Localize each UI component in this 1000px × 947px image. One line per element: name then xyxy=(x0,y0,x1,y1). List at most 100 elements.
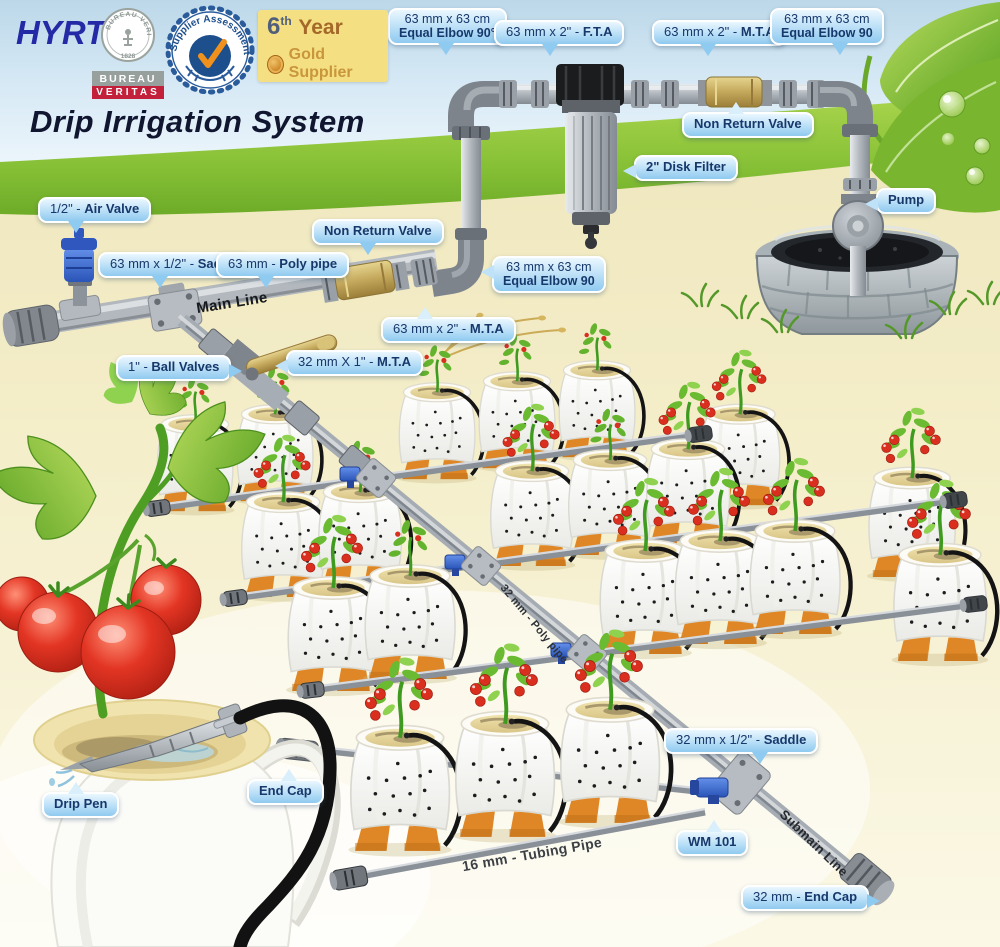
callout-text: Non Return Valve xyxy=(694,116,802,131)
callout-ball-valves: 1" - Ball Valves xyxy=(116,355,243,381)
callout-pointer xyxy=(360,242,376,255)
non-return-valve-main xyxy=(320,259,410,303)
callout-pointer xyxy=(623,164,636,178)
callout-text: 63 mm x 2" - xyxy=(393,321,470,336)
callout-text: F.T.A xyxy=(582,24,613,39)
veritas-label: VERITAS xyxy=(92,86,164,99)
ball-valve xyxy=(216,334,338,411)
callout-text: Drip Pen xyxy=(54,796,108,811)
poly-pipe-32-diagonal xyxy=(177,314,873,890)
callout-text: Equal Elbow 90° xyxy=(399,26,496,40)
gold-supplier-card: 6th Year Gold Supplier xyxy=(258,10,388,82)
callout-nrv-main: Non Return Valve xyxy=(312,219,444,255)
callout-pointer xyxy=(706,820,722,832)
callout-pointer xyxy=(281,769,297,781)
callout-text: 63 mm x 63 cm xyxy=(506,260,592,274)
end-cap-gray xyxy=(142,499,171,517)
callout-text: 63 mm - xyxy=(228,256,280,271)
callout-text: Ball Valves xyxy=(151,359,220,374)
callout-text: 2" Disk Filter xyxy=(646,159,726,174)
end-cap-gray xyxy=(296,681,325,699)
grass-tuft xyxy=(928,290,968,316)
callout-text: End Cap xyxy=(804,889,858,904)
gold-supplier-label: Gold Supplier xyxy=(267,46,379,82)
callout-text: 1" - xyxy=(128,359,152,374)
bureau-veritas-emblem: BUREAU VERITAS 1828 xyxy=(96,1,155,62)
callout-mta-32: 32 mm X 1" - M.T.A xyxy=(275,350,423,376)
callout-pointer xyxy=(728,102,744,114)
gold-medal-icon xyxy=(267,54,284,74)
callout-text: M.T.A xyxy=(740,24,775,39)
svg-text:1828: 1828 xyxy=(121,53,136,60)
callout-pointer xyxy=(542,43,558,56)
decor-leaves xyxy=(861,2,1000,213)
callout-saddle-32: 32 mm x 1/2" - Saddle xyxy=(664,728,819,764)
callout-pointer xyxy=(229,364,243,378)
callout-pointer xyxy=(258,275,274,288)
end-cap-dark xyxy=(684,425,713,443)
drip-pen-graphic xyxy=(49,699,337,947)
callout-pointer xyxy=(867,894,881,908)
callout-pointer xyxy=(438,43,454,55)
grass-tuft xyxy=(680,282,720,308)
callout-pointer xyxy=(68,220,84,233)
hyrt-logo: HYRT xyxy=(16,14,106,51)
callout-text: Poly pipe xyxy=(279,256,338,271)
end-cap-gray xyxy=(219,589,248,607)
grass-tufts xyxy=(680,280,1000,340)
grass-tuft xyxy=(884,314,924,340)
callout-text: M.T.A xyxy=(469,321,504,336)
callout-text: Equal Elbow 90 xyxy=(503,274,595,288)
pipe-end-caps xyxy=(142,425,988,891)
callout-text: 63 mm x 1/2" - xyxy=(110,256,198,271)
bureau-label: BUREAU xyxy=(92,71,164,86)
callout-text: WM 101 xyxy=(688,834,737,849)
callout-text: End Cap xyxy=(259,783,312,798)
callout-pump: Pump xyxy=(865,188,937,214)
saddle-fitting xyxy=(339,458,397,498)
callout-end-cap-32: 32 mm - End Cap xyxy=(741,885,881,911)
callout-text: Equal Elbow 90 xyxy=(781,26,873,40)
grass-tuft xyxy=(720,294,760,320)
end-cap-gray xyxy=(329,865,369,891)
end-cap-dark xyxy=(939,491,968,509)
tomato-plant-large xyxy=(0,350,284,719)
callout-pointer xyxy=(700,43,716,56)
callout-disk-filter: 2" Disk Filter xyxy=(623,155,738,181)
top-pipe-assembly xyxy=(429,64,884,297)
supplier-assessment-badge: Supplier Assessment xyxy=(164,4,256,101)
callout-pointer xyxy=(752,751,768,764)
callout-text: 63 mm x 63 cm xyxy=(404,12,491,26)
callout-poly-63: 63 mm - Poly pipe xyxy=(216,252,350,288)
callout-wm-101: WM 101 xyxy=(676,820,749,856)
callout-pointer xyxy=(865,197,878,211)
callout-text: 32 mm x 1/2" - xyxy=(676,732,764,747)
callout-text: Pump xyxy=(888,192,925,207)
grass-tuft xyxy=(966,280,1000,306)
callout-text: 32 mm - xyxy=(753,889,805,904)
pump xyxy=(832,194,884,296)
saddle-fitting xyxy=(550,634,608,674)
callout-text: 1/2" - xyxy=(50,201,85,216)
callout-text: 63 mm x 63 cm xyxy=(784,12,870,26)
callout-text: 32 mm X 1" - xyxy=(298,354,378,369)
callout-mta-63: 63 mm x 2" - M.T.A xyxy=(381,307,516,343)
callout-pointer xyxy=(417,307,433,319)
callout-text: Air Valve xyxy=(84,201,140,216)
callout-pointer xyxy=(152,275,168,288)
callout-pointer xyxy=(68,782,84,794)
callout-air-valve: 1/2" - Air Valve xyxy=(38,197,152,233)
callout-fta-top: 63 mm x 2" - F.T.A xyxy=(494,20,625,56)
supplier-year: 6th Year xyxy=(267,13,343,40)
bureau-veritas-logo: BUREAU VERITAS 1828 BUREAU VERITAS xyxy=(92,1,164,99)
disk-filter xyxy=(556,64,624,249)
callout-end-cap: End Cap xyxy=(247,769,324,805)
tubing-row-4 xyxy=(349,807,706,882)
callout-mta-top: 63 mm x 2" - M.T.A xyxy=(652,20,787,56)
callout-text: Non Return Valve xyxy=(324,223,432,238)
grass-tuft xyxy=(760,308,800,334)
saddle-fittings xyxy=(339,458,608,674)
